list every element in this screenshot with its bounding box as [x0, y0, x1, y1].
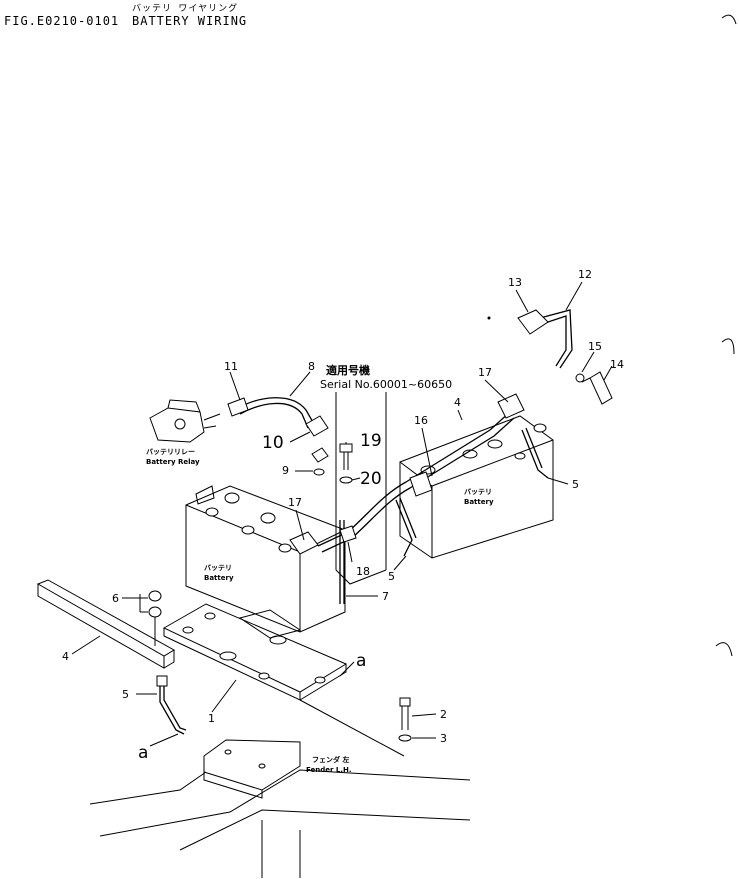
bolt-19	[339, 443, 353, 470]
battery-relay: バッテリリレー Battery Relay	[146, 399, 221, 466]
serial-note: Serial No.60001~60650	[320, 378, 452, 391]
washer-15	[575, 373, 585, 383]
serial-note-japanese: 適用号機	[326, 363, 370, 377]
washer-9	[313, 468, 325, 476]
bolt-14	[581, 371, 613, 405]
callout-17: 17	[288, 496, 302, 509]
battery-right: バッテリ Battery	[399, 415, 554, 559]
terminal-16	[409, 471, 433, 497]
cable-4-upper	[317, 393, 525, 553]
callout-12: 12	[578, 268, 592, 281]
j-bolt-5	[156, 675, 187, 735]
callout-5: 5	[572, 478, 579, 491]
binding-hole-mark	[721, 338, 735, 355]
callout-6: 6	[112, 592, 119, 605]
callout-20: 20	[360, 469, 382, 489]
battery-label-japanese: バッテリ	[204, 564, 232, 572]
binding-hole-mark	[715, 642, 733, 657]
reference-a: a	[356, 651, 366, 671]
callout-7: 7	[382, 590, 389, 603]
reference-a: a	[138, 743, 148, 763]
speck	[487, 316, 491, 320]
bolt-2	[399, 697, 411, 730]
battery-label: Battery	[204, 574, 234, 582]
callout-5: 5	[388, 570, 395, 583]
callout-8: 8	[308, 360, 315, 373]
cable-8	[227, 397, 329, 437]
callout-19: 19	[360, 431, 382, 451]
battery-relay-label: Battery Relay	[146, 458, 200, 466]
washer-3	[398, 734, 412, 742]
battery-tray-1	[162, 603, 348, 701]
clamp-cap	[311, 447, 329, 463]
binding-hole-mark	[721, 14, 737, 25]
callout-9: 9	[282, 464, 289, 477]
cable-12	[517, 309, 573, 369]
bracket-4	[36, 579, 175, 669]
figure-number: FIG.E0210-0101	[4, 14, 120, 28]
fender-lh: フェンダ 左 Fender L.H.	[89, 739, 471, 878]
callout-13: 13	[508, 276, 522, 289]
nut-6	[148, 606, 162, 618]
callout-5: 5	[122, 688, 129, 701]
nut-6	[148, 590, 162, 602]
fender-label-japanese: フェンダ 左	[312, 755, 349, 764]
ground-cable-5	[395, 497, 417, 557]
figure-title-japanese: バッテリ ワイヤリング	[132, 4, 239, 14]
battery-label: Battery	[464, 498, 494, 506]
serial-range-bracket	[335, 392, 387, 570]
battery-label-japanese: バッテリ	[464, 488, 492, 496]
battery-left: バッテリ Battery	[185, 485, 346, 633]
callout-14: 14	[610, 358, 624, 371]
callout-18: 18	[356, 565, 370, 578]
callout-1: 1	[208, 712, 215, 725]
battery-relay-label-japanese: バッテリリレー	[146, 448, 195, 456]
serial-range-bracket	[335, 569, 387, 585]
callout-11: 11	[224, 360, 238, 373]
callout-3: 3	[440, 732, 447, 745]
callout-15: 15	[588, 340, 602, 353]
callout-2: 2	[440, 708, 447, 721]
callout-17: 17	[478, 366, 492, 379]
figure-title: BATTERY WIRING	[132, 14, 248, 28]
callout-10: 10	[262, 433, 284, 453]
callout-16: 16	[414, 414, 428, 427]
leader-lines	[71, 281, 613, 757]
callout-4: 4	[454, 396, 461, 409]
ground-cable-5	[521, 427, 549, 479]
washer-20	[339, 476, 353, 484]
fender-label: Fender L.H.	[306, 766, 352, 774]
callout-4: 4	[62, 650, 69, 663]
